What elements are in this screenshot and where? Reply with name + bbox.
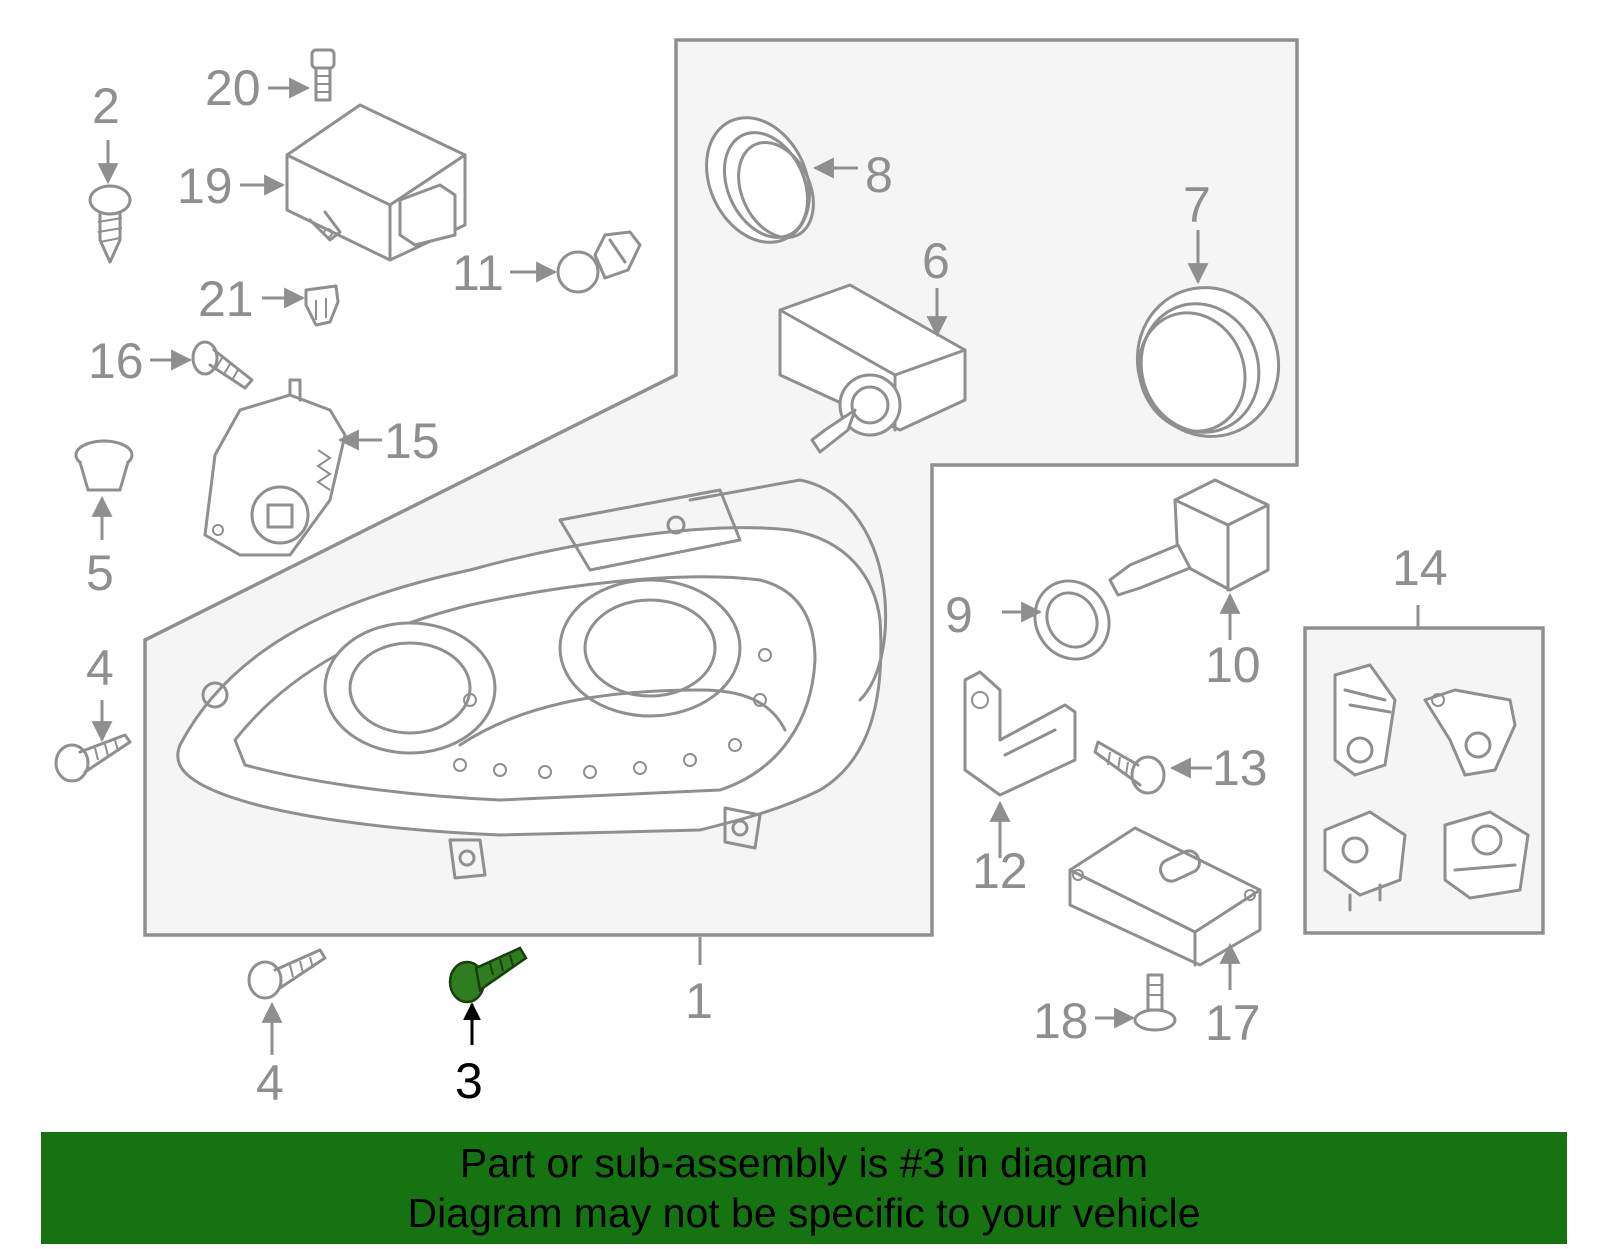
part-3-screw-highlighted — [448, 946, 528, 1004]
part-17-label: 17 — [1205, 995, 1261, 1051]
notice-line-part: Part or sub-assembly is #3 in diagram — [459, 1140, 1149, 1186]
part-12-label: 12 — [972, 843, 1028, 899]
part-19-control-module — [285, 103, 467, 262]
part-8-seal-ring — [705, 116, 815, 244]
part-18-bolt — [1133, 973, 1177, 1032]
part-4-lower-label: 4 — [256, 1055, 284, 1111]
parts-diagram: 2 20 19 11 21 16 — [54, 38, 1545, 1111]
part-10-xenon-bulb — [1108, 478, 1270, 597]
part-16-bolt — [191, 340, 254, 390]
part-7-label: 7 — [1183, 177, 1211, 233]
part-8-label: 8 — [865, 147, 893, 203]
part-2-screw — [88, 184, 132, 264]
part-19-label: 19 — [177, 158, 233, 214]
part-10-label: 10 — [1205, 637, 1261, 693]
part-15-label: 15 — [384, 413, 440, 469]
part-9-label: 9 — [945, 587, 973, 643]
part-16-label: 16 — [88, 333, 144, 389]
part-20-label: 20 — [205, 60, 261, 116]
part-13-screw — [1093, 740, 1166, 795]
part-11-label: 11 — [452, 245, 504, 301]
part-4-screw-lower — [247, 948, 327, 1000]
part-1-label: 1 — [685, 973, 713, 1029]
notice-line-disclaimer: Diagram may not be specific to your vehi… — [407, 1190, 1201, 1236]
part-13-label: 13 — [1212, 740, 1268, 796]
part-21-clip — [304, 284, 340, 327]
part-2-label: 2 — [92, 78, 120, 134]
part-6-label: 6 — [922, 233, 950, 289]
part-12-bracket — [963, 670, 1077, 797]
part-4-upper-label: 4 — [86, 640, 114, 696]
part-6-motor — [778, 283, 967, 454]
notice-banner: Part or sub-assembly is #3 in diagram Di… — [41, 1132, 1567, 1244]
part-5-label: 5 — [86, 545, 114, 601]
part-20-bolt — [310, 48, 336, 102]
part-21-label: 21 — [198, 271, 254, 327]
part-5-plug — [74, 439, 134, 492]
part-14-repair-kit — [1323, 663, 1530, 912]
headlamp-housing — [176, 478, 888, 880]
part-17-ballast — [1068, 826, 1262, 967]
part-14-label: 14 — [1392, 540, 1448, 596]
part-18-label: 18 — [1033, 993, 1089, 1049]
part-3-label: 3 — [455, 1053, 483, 1109]
part-15-bracket — [203, 378, 347, 557]
part-7-seal-ring — [1135, 286, 1281, 438]
part-11-bulb — [556, 230, 642, 294]
part-4-screw-upper — [54, 733, 132, 783]
part-9-bulb-ring — [1033, 579, 1111, 661]
